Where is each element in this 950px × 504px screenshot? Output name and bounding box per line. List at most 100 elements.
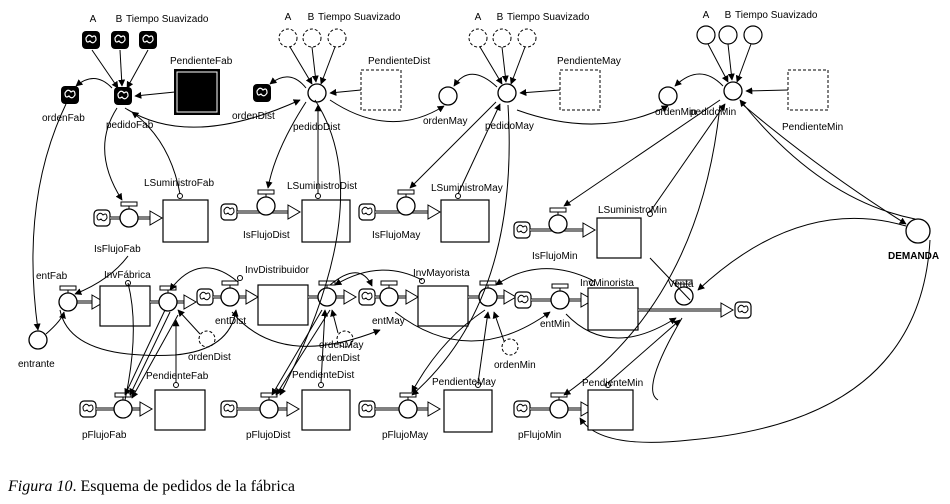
ordenmin-node — [658, 86, 678, 106]
isflujodist-cloud — [220, 203, 238, 221]
pedidomin-node — [723, 81, 743, 101]
pendientemay-stock-label: PendienteMay — [432, 377, 496, 388]
pflujofab-valve — [113, 392, 133, 419]
may-tiempo-label: Tiempo Suavizado — [507, 12, 590, 23]
pflujodist-valve — [259, 392, 279, 419]
isflujodist-valve — [256, 189, 276, 216]
entfab-valve — [58, 285, 78, 312]
isflujofab-cloud — [93, 209, 111, 227]
pedidodist-node — [307, 83, 327, 103]
may-a-label: A — [475, 12, 482, 23]
isflujomin-cloud — [513, 221, 531, 239]
pedidomay-node — [497, 83, 517, 103]
pflujofab-cloud — [79, 400, 97, 418]
pendientefab-label: PendienteFab — [170, 56, 233, 67]
entdist-label: entDist — [215, 316, 246, 327]
lsuministrofab-box — [162, 199, 209, 243]
pflujodist-label: pFlujoDist — [246, 430, 291, 441]
entmin-cloud — [514, 291, 532, 309]
may-b-circle — [492, 28, 512, 48]
may-out-valve — [478, 280, 498, 307]
entmin-label: entMin — [540, 319, 570, 330]
lsuministromay-box — [440, 199, 490, 243]
dist-a-label: A — [285, 12, 292, 23]
figure-caption: Figura 10. Esquema de pedidos de la fábr… — [8, 478, 295, 496]
invmayorista-box — [417, 285, 469, 327]
may-order-group: A B Tiempo Suavizado pedidoMay Pendiente… — [423, 12, 621, 132]
ordendist-low-label: ordenDist — [188, 352, 231, 363]
lsuministrodist-box — [301, 199, 351, 243]
pendientemin-box — [787, 69, 829, 111]
demanda-node — [905, 218, 931, 244]
isflujofab-valve — [119, 201, 139, 228]
entfab-label: entFab — [36, 271, 68, 282]
isflujomay-cloud — [358, 203, 376, 221]
entmay-label: entMay — [372, 316, 405, 327]
pflujofab-label: pFlujoFab — [82, 430, 127, 441]
venta-sink-cloud — [734, 301, 752, 319]
isflujomay-label: IsFlujoMay — [372, 230, 420, 241]
pendientemay-stock — [443, 389, 493, 433]
min-tiempo-circle — [743, 25, 763, 45]
pendientefab-box — [174, 69, 220, 115]
pflujomay-cloud — [358, 400, 376, 418]
pedidofab-label: pedidoFab — [106, 120, 154, 131]
pendientemin-stock-label: PendienteMin — [582, 378, 643, 389]
lsuministromay-label: LSuministroMay — [431, 183, 503, 194]
pflujomin-valve — [549, 392, 569, 419]
pedidomin-label: pedidoMin — [690, 107, 736, 118]
venta-label: Venta — [668, 279, 694, 290]
invminorista-box — [587, 287, 639, 331]
min-tiempo-label: Tiempo Suavizado — [735, 10, 818, 21]
fab-b-icon — [110, 30, 130, 50]
fab-order-group: A B Tiempo Suavizado pedidoFab Pendiente… — [32, 14, 233, 331]
isflujomin-label: IsFlujoMin — [532, 251, 578, 262]
figure-caption-text: . Esquema de pedidos de la fábrica — [72, 478, 296, 495]
may-tiempo-circle — [517, 28, 537, 48]
dist-tiempo-circle — [327, 28, 347, 48]
entmay-valve — [379, 280, 399, 307]
ordendist-label: ordenDist — [232, 111, 275, 122]
ordenfab-node — [60, 85, 80, 105]
isflujomin-valve — [548, 207, 568, 234]
isflujofab-label: IsFlujoFab — [94, 244, 141, 255]
pendientemin-label: PendienteMin — [782, 122, 843, 133]
entmay-cloud — [358, 288, 376, 306]
inventory-row: entFab InvFábrica entrante entDist InvDi… — [18, 255, 752, 371]
isflujomay-valve — [396, 189, 416, 216]
entmin-valve — [550, 283, 570, 310]
lsuministrofab-label: LSuministroFab — [144, 178, 214, 189]
fab-tiempo-icon — [138, 30, 158, 50]
entrante-node — [28, 330, 48, 350]
invdistribuidor-label: InvDistribuidor — [245, 265, 310, 276]
pendientefab-stock — [154, 389, 206, 431]
pflujomay-label: pFlujoMay — [382, 430, 428, 441]
pflujo-row: PendienteFab pFlujoFab PendienteDist pFl… — [79, 99, 721, 441]
entdist-cloud — [196, 288, 214, 306]
ordenmay-label: ordenMay — [423, 116, 467, 127]
may-b-label: B — [497, 12, 504, 23]
ordenmay-low-label: ordenDist — [317, 353, 360, 364]
ordenmin-low-label: ordenMin — [494, 360, 536, 371]
lsuministromin-label: LSuministroMin — [598, 205, 667, 216]
isflujodist-label: IsFlujoDist — [243, 230, 290, 241]
entdist-valve — [158, 285, 178, 312]
fab-tiempo-label: Tiempo Suavizado — [126, 14, 209, 25]
dist-b-label: B — [308, 12, 315, 23]
invdistribuidor-box — [257, 284, 309, 326]
pflujodist-cloud — [220, 400, 238, 418]
dist-tiempo-label: Tiempo Suavizado — [318, 12, 401, 23]
lsum-row: LSuministroFab IsFlujoFab LSuministroDis… — [93, 99, 726, 262]
dist-a-circle — [278, 28, 298, 48]
pendientedist-label: PendienteDist — [368, 56, 430, 67]
lsuministrodist-label: LSuministroDist — [287, 181, 357, 192]
pedidodist-label: pedidoDist — [293, 122, 340, 133]
min-a-circle — [696, 25, 716, 45]
invmayorista-label: InvMayorista — [413, 268, 470, 279]
dist-b-circle — [302, 28, 322, 48]
invfabrica-box — [99, 285, 151, 327]
entmay-valve-out — [317, 280, 337, 307]
invfabrica-label: InvFábrica — [104, 270, 151, 281]
ordenmay-low-text: ordenMay — [319, 340, 363, 351]
ordenmay-node — [438, 86, 458, 106]
